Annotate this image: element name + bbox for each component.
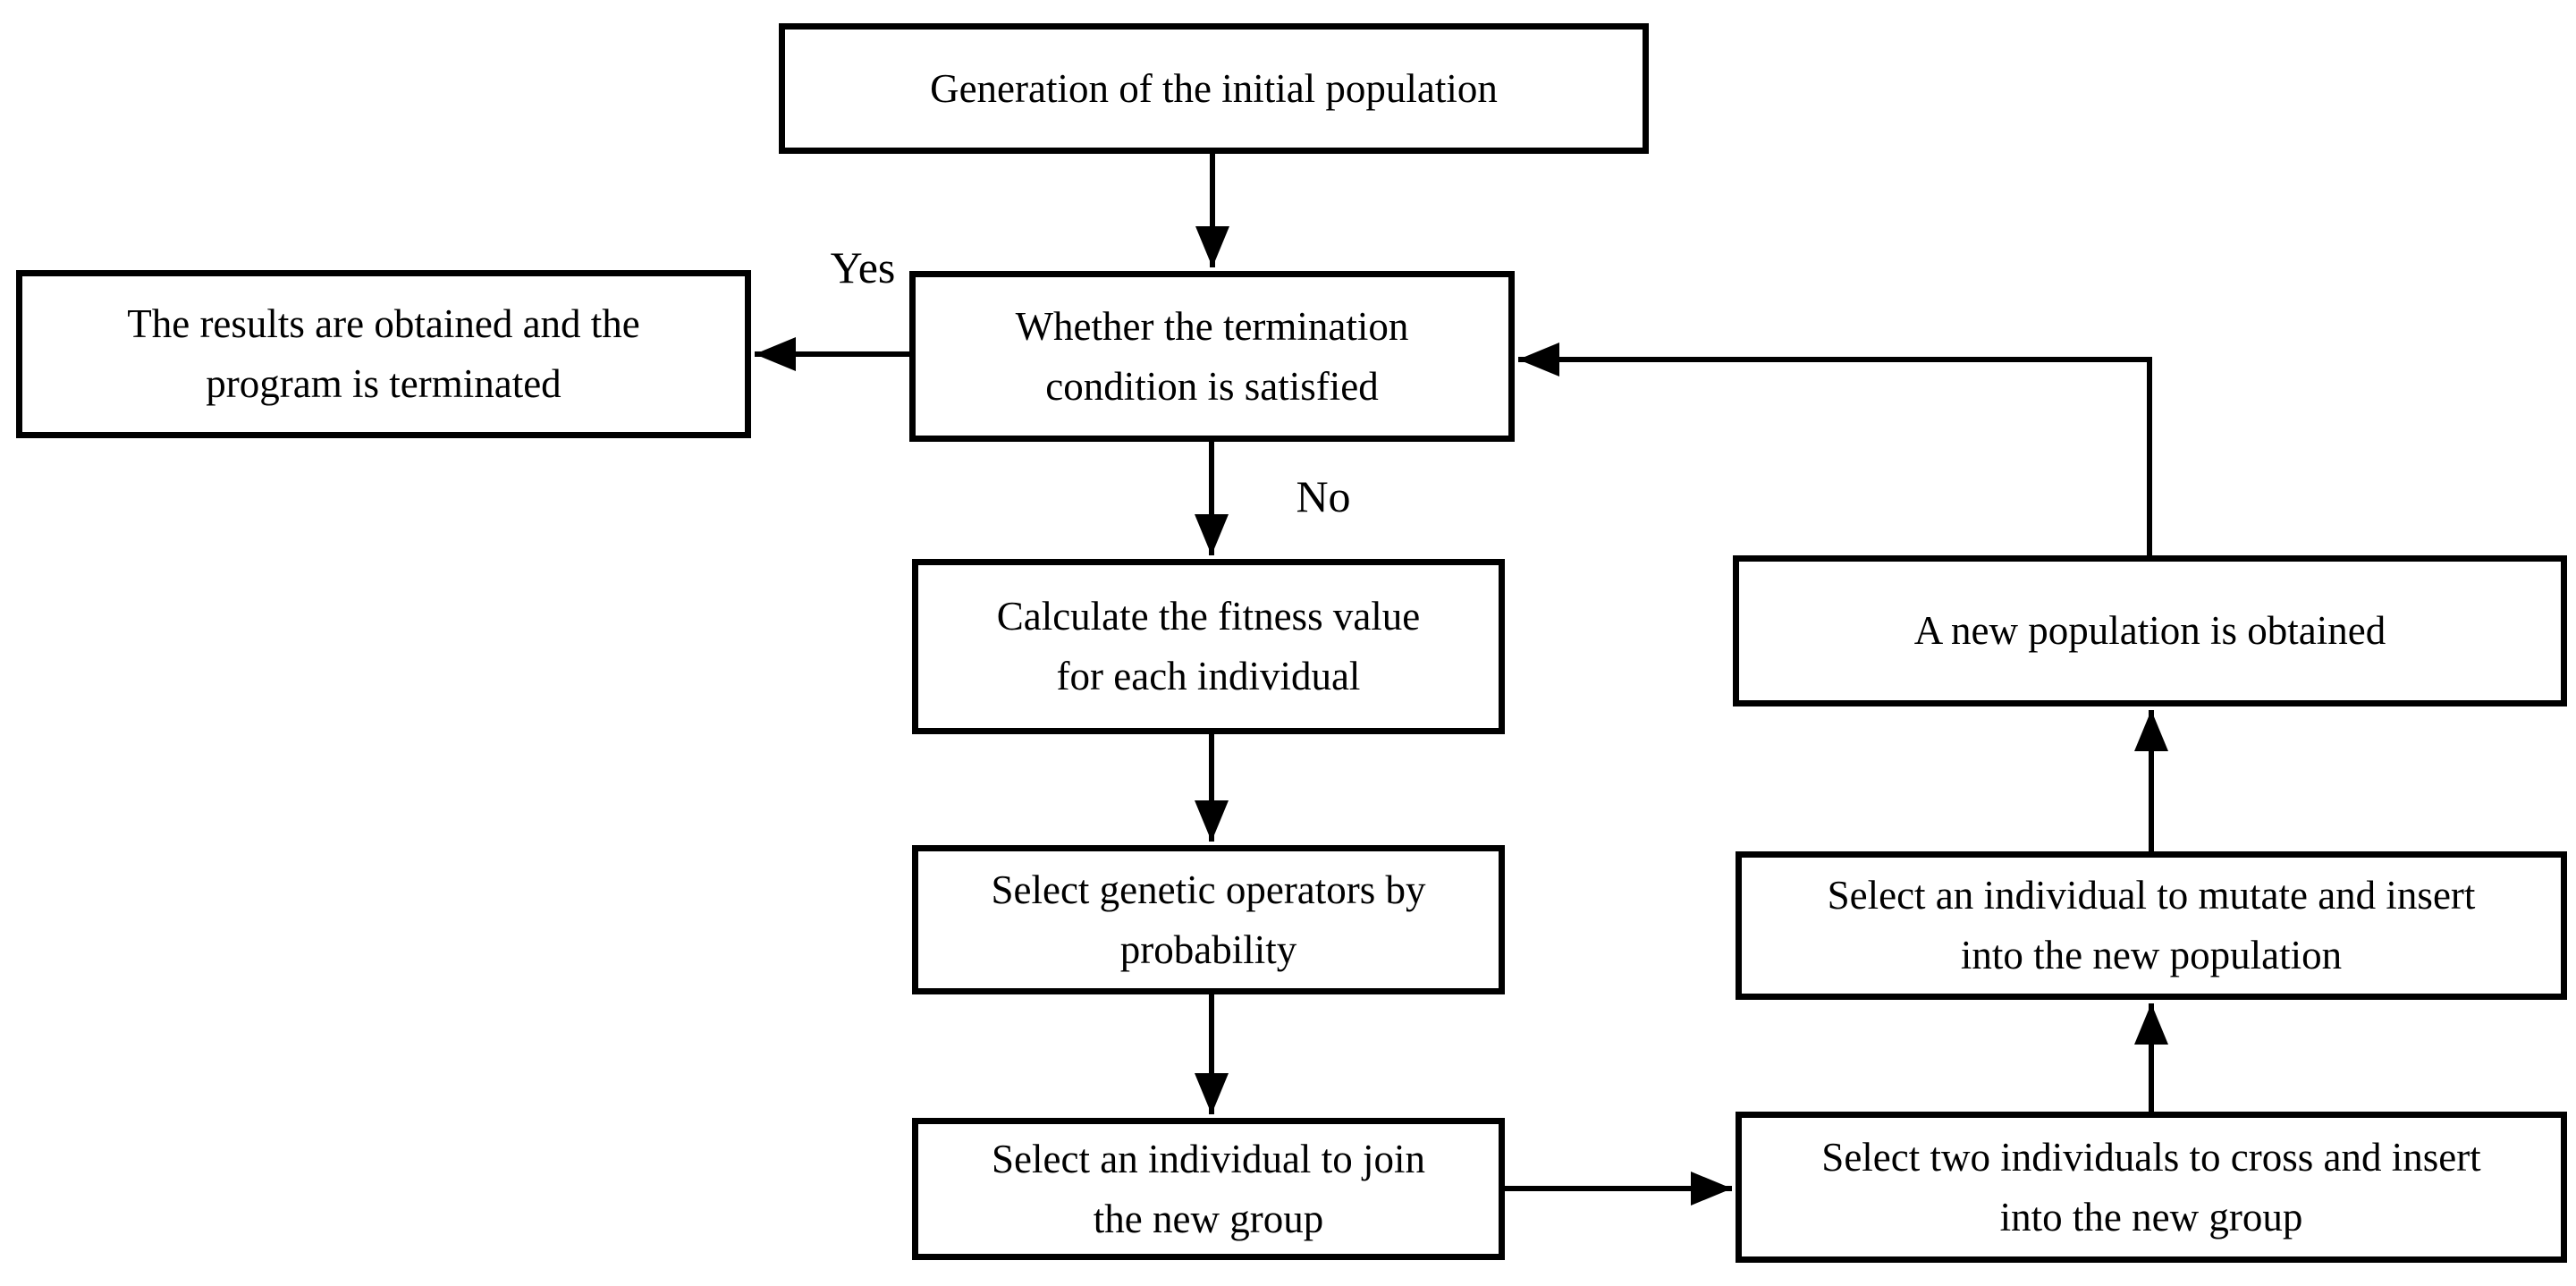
node-generation-initial-population: Generation of the initial population [779,23,1649,154]
node-select-operators: Select genetic operators by probability [912,845,1505,994]
node-calculate-fitness: Calculate the fitness value for each ind… [912,559,1505,734]
node-cross-insert-group: Select two individuals to cross and inse… [1736,1112,2567,1263]
node-select-individual-join: Select an individual to join the new gro… [912,1118,1505,1260]
arrow-newpop-to-termination [1518,343,2152,555]
node-results-terminated: The results are obtained and the program… [16,270,751,438]
node-mutate-insert-population: Select an individual to mutate and inser… [1736,851,2567,1000]
edge-label-no: No [1296,471,1351,521]
node-new-population-obtained: A new population is obtained [1733,555,2567,706]
edge-label-yes: Yes [830,242,896,292]
node-termination-condition: Whether the termination condition is sat… [909,271,1515,442]
